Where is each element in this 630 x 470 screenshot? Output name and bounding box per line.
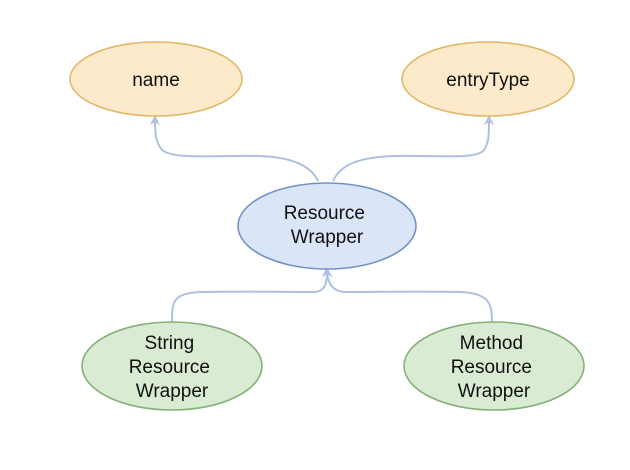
node-method-resource-wrapper-line: Resource [451, 357, 532, 378]
node-string-resource-wrapper-line: Resource [129, 357, 210, 378]
node-name-label: name [132, 70, 180, 91]
node-string-resource-wrapper-line: Wrapper [136, 381, 209, 402]
node-resource-wrapper[interactable]: Resource Wrapper [237, 182, 417, 270]
node-resource-wrapper-line: Wrapper [291, 227, 364, 248]
node-entry-type-line: entryType [446, 70, 529, 91]
node-resource-wrapper-line: Resource [284, 203, 365, 224]
node-name-shape [69, 41, 243, 117]
edge-method-wrapper-to-resource-wrapper [322, 267, 493, 324]
node-method-resource-wrapper-label: Method Resource Wrapper [451, 333, 538, 402]
node-entry-type-shape [401, 41, 575, 117]
node-string-resource-wrapper-shape [81, 321, 263, 411]
node-method-resource-wrapper-line: Method [460, 333, 523, 354]
node-string-resource-wrapper[interactable]: String Resource Wrapper [81, 321, 263, 411]
node-method-resource-wrapper-line: Wrapper [458, 381, 531, 402]
node-method-resource-wrapper-shape [403, 321, 585, 411]
node-string-resource-wrapper-label: String Resource Wrapper [129, 333, 216, 402]
edge-resource-wrapper-to-name [150, 115, 319, 182]
node-name[interactable]: name [69, 41, 243, 117]
node-resource-wrapper-label: Resource Wrapper [284, 203, 371, 248]
node-entry-type-label: entryType [446, 70, 529, 91]
node-resource-wrapper-shape [237, 182, 417, 270]
node-entry-type[interactable]: entryType [401, 41, 575, 117]
node-string-resource-wrapper-line: String [145, 333, 195, 354]
edge-string-wrapper-to-resource-wrapper [171, 267, 332, 324]
node-name-line: name [132, 70, 180, 91]
edge-resource-wrapper-to-entry-type [332, 115, 494, 182]
node-method-resource-wrapper[interactable]: Method Resource Wrapper [403, 321, 585, 411]
